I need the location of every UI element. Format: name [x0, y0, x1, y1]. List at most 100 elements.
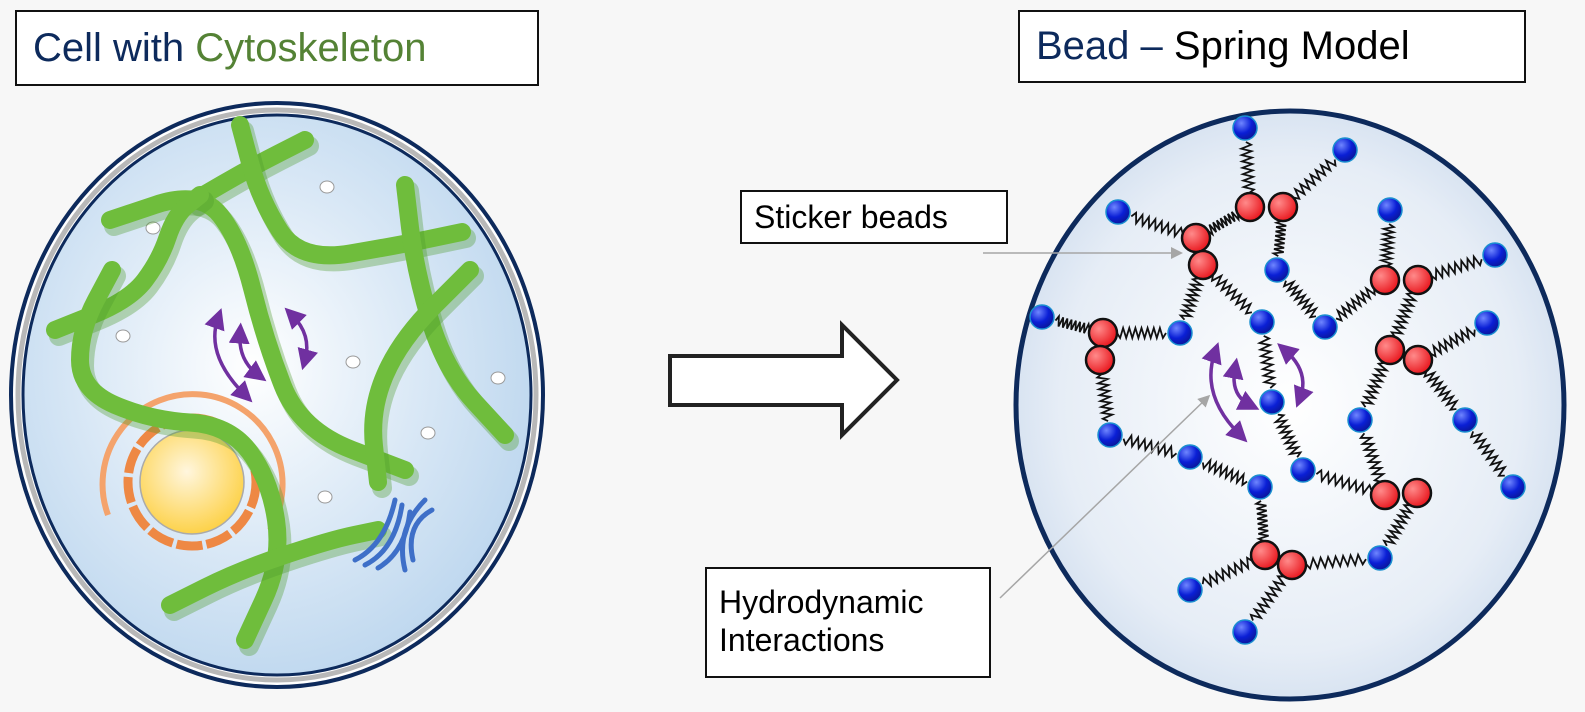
sticker-beads-label: Sticker beads [740, 190, 1008, 244]
spacer-bead [1290, 457, 1316, 483]
vesicle [345, 355, 361, 369]
spacer-bead [1232, 115, 1258, 141]
spring [1377, 223, 1397, 267]
title-spring-model: Spring Model [1173, 24, 1410, 68]
vesicle [319, 180, 335, 194]
spacer-bead [1249, 309, 1275, 335]
spring [1116, 324, 1167, 342]
golgi-apparatus [352, 497, 435, 573]
actin-filament [364, 261, 479, 491]
double-arrow-icon [204, 308, 253, 403]
spacer-bead [1177, 577, 1203, 603]
spacer-bead [1247, 474, 1273, 500]
spring [1423, 370, 1460, 411]
spacer-bead [1474, 310, 1500, 336]
right-panel-title: Bead – Spring Model [1018, 10, 1526, 83]
spacer-bead [1259, 389, 1285, 415]
hydrodynamic-interactions-label: Hydrodynamic Interactions [705, 567, 991, 678]
spacer-bead [1177, 444, 1203, 470]
double-arrow-icon [1277, 343, 1314, 408]
spring [1094, 373, 1116, 422]
sticker-bead [1180, 222, 1212, 254]
actin-filament [161, 521, 387, 614]
transformation-arrow [668, 320, 900, 440]
hydrodynamic-arrows [1201, 342, 1314, 443]
cell-illustration [9, 101, 545, 689]
actin-filament [231, 116, 471, 265]
spring [1335, 285, 1376, 322]
spacer-bead [1367, 545, 1393, 571]
spring [1282, 279, 1319, 319]
spring [1256, 335, 1277, 389]
bead-spring-illustration [1013, 108, 1567, 702]
spacer-bead [1482, 242, 1508, 268]
spacer-bead [1029, 304, 1055, 330]
title-bead: Bead [1036, 24, 1130, 68]
spring [1305, 552, 1367, 571]
spring [1178, 277, 1205, 321]
sticker-bead [1249, 539, 1281, 571]
sticker-bead [1234, 191, 1266, 223]
title-cytoskeleton: Cytoskeleton [195, 26, 427, 70]
spring [1293, 158, 1337, 201]
double-arrow-icon [1222, 357, 1260, 410]
left-panel-title: Cell with Cytoskeleton [15, 10, 539, 86]
spring [1270, 220, 1287, 257]
spacer-bead [1105, 199, 1131, 225]
beads [1029, 115, 1526, 645]
spring [1201, 556, 1253, 589]
spring [1122, 433, 1178, 460]
spring [1238, 141, 1257, 194]
actin-filament [70, 261, 287, 649]
title-cell-with: Cell with [33, 26, 185, 70]
sticker-bead [1369, 479, 1401, 511]
spacer-bead [1347, 407, 1373, 433]
sticker-bead [1087, 317, 1119, 349]
vesicle [317, 490, 333, 504]
double-arrow-icon [1201, 342, 1248, 443]
title-dash: – [1129, 24, 1174, 68]
spring [1315, 468, 1373, 497]
spring [1207, 211, 1240, 237]
spring [1249, 575, 1287, 621]
actin-filament [101, 190, 414, 479]
sticker-bead [1401, 477, 1433, 509]
cytoskeleton-filaments [46, 116, 519, 656]
spring [1358, 432, 1387, 483]
spring [1201, 457, 1248, 487]
spring [1054, 313, 1091, 334]
sticker-bead [1276, 549, 1308, 581]
spring [1210, 273, 1253, 315]
spring [1429, 325, 1476, 359]
spacer-bead [1377, 197, 1403, 223]
hydrodynamic-leader-line [999, 394, 1211, 599]
spacer-bead [1097, 422, 1123, 448]
spring [1130, 211, 1184, 239]
spacer-bead [1264, 257, 1290, 283]
sticker-bead [1267, 191, 1299, 223]
springs [1054, 141, 1508, 621]
sticker-bead [1374, 334, 1406, 366]
spacer-bead [1232, 619, 1258, 645]
spring [1272, 413, 1303, 458]
hydrodynamic-text-line2: Interactions [719, 622, 885, 658]
vesicle [115, 329, 131, 343]
vesicles [115, 180, 506, 504]
spring [1253, 500, 1269, 542]
vesicle [490, 371, 506, 385]
sticker-bead [1187, 249, 1219, 281]
sticker-bead [1084, 344, 1116, 376]
spacer-bead [1452, 407, 1478, 433]
hydrodynamic-text-line1: Hydrodynamic [719, 584, 924, 620]
spacer-bead [1312, 314, 1338, 340]
sticker-bead [1369, 264, 1401, 296]
spring [1360, 361, 1390, 408]
spring [1469, 431, 1508, 477]
spring [1389, 292, 1419, 338]
spacer-bead [1500, 474, 1526, 500]
vesicle [420, 426, 436, 440]
spacer-bead [1332, 137, 1358, 163]
double-arrow-icon [228, 322, 267, 382]
